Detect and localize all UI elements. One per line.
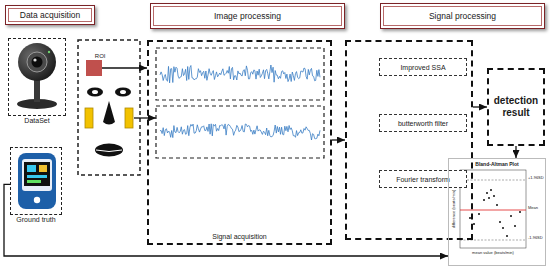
node-text: Improved SSA: [400, 64, 445, 71]
bland-altman-chart: [460, 170, 526, 248]
webcam-icon: [18, 43, 56, 81]
process-box: butterworth filter: [379, 114, 467, 132]
stage-header: Signal processing: [380, 3, 545, 29]
image-dashed-frame: [78, 40, 140, 175]
webcam-icon: [32, 57, 43, 68]
image-dashed-frame: [78, 40, 140, 175]
flow-arrow: [4, 184, 448, 256]
line-label: -1.96SD: [528, 236, 543, 240]
node-text: Signal acquisition: [212, 233, 266, 240]
pulse-oximeter-icon: [24, 162, 50, 186]
face-features: [96, 150, 122, 152]
bland-altman-chart: [473, 223, 475, 225]
flow-arrow: [515, 146, 516, 158]
line-label: Mean: [528, 206, 538, 210]
result-box: detection result: [487, 68, 545, 146]
bland-altman-chart: [496, 204, 498, 206]
process-box: Improved SSA: [379, 58, 467, 76]
plot-panel: Bland-Altman Plot: [448, 158, 546, 266]
bland-altman-chart: [519, 211, 521, 213]
signal-acquisition-box: Signal acquisition: [147, 40, 332, 245]
bland-altman-chart: [488, 197, 490, 199]
roi-square: ROI: [86, 60, 102, 76]
face-features: [103, 101, 115, 125]
face-features: [85, 88, 156, 157]
signal-waveform: [160, 124, 320, 140]
flow-arrow: [332, 139, 345, 140]
face-features: [87, 88, 103, 97]
bland-altman-chart: [490, 189, 492, 191]
webcam-icon: [17, 43, 57, 109]
webcam-icon: [33, 58, 36, 61]
pulse-oximeter-icon: [27, 165, 36, 172]
node-text: Bland-Altman Plot: [475, 161, 518, 167]
webcam-icon: [34, 78, 40, 102]
stage-header: Image processing: [150, 3, 345, 29]
bland-altman-chart: [469, 217, 471, 219]
pulse-oximeter-icon: [39, 165, 47, 172]
axis-label: mean value (beats/min): [472, 251, 514, 255]
node-text: butterworth filter: [398, 120, 448, 127]
pulse-oximeter-icon: [22, 159, 52, 191]
face-features: [120, 90, 126, 94]
bland-altman-chart: [460, 210, 526, 211]
signal-frames: [156, 48, 324, 158]
bland-altman-chart: [460, 170, 526, 248]
bland-altman-chart: [510, 215, 512, 217]
signal-frames: [156, 106, 324, 158]
ground-truth-frame: Ground truth: [10, 147, 62, 215]
face-features: [92, 90, 98, 94]
flow-arrow: [473, 106, 487, 107]
face-features: [134, 117, 156, 118]
signal-waveform: [160, 65, 320, 83]
bland-altman-chart: [502, 227, 504, 229]
axis-label: difference (beats/min): [452, 190, 456, 229]
bland-altman-chart: [469, 189, 521, 237]
node-text: Signal processing: [429, 11, 496, 21]
node-text: Fourier transform: [396, 176, 450, 183]
pulse-oximeter-icon: [27, 180, 41, 183]
bland-altman-chart: [460, 180, 526, 181]
bland-altman-chart: [486, 192, 488, 194]
pulse-oximeter-icon: [18, 153, 56, 209]
pulse-oximeter-icon: [18, 153, 56, 209]
bland-altman-chart: [478, 213, 480, 215]
face-features: [115, 88, 131, 97]
line-label: +1.96SD: [528, 176, 544, 180]
signal-waveform: [160, 65, 320, 140]
node-text: Data acquisition: [20, 10, 80, 20]
bland-altman-chart: [493, 195, 495, 197]
node-text: DataSet: [24, 117, 49, 124]
bland-altman-chart: [499, 221, 501, 223]
process-box: Fourier transform: [379, 170, 467, 188]
bland-altman-chart: [514, 225, 516, 227]
pulse-oximeter-icon: [34, 197, 40, 203]
node-text: Image processing: [214, 11, 281, 21]
signal-frames: [156, 48, 324, 100]
webcam-icon: [48, 51, 50, 53]
face-features: [95, 144, 123, 157]
node-text: ROI: [95, 53, 106, 59]
bland-altman-chart: [506, 235, 508, 237]
bland-altman-chart: [483, 199, 485, 201]
node-text: detection result: [492, 95, 540, 120]
node-text: Ground truth: [16, 216, 55, 223]
stage-header: Data acquisition: [5, 5, 95, 25]
webcam-icon: [27, 52, 47, 72]
flow-arrow: [102, 67, 147, 68]
face-features: [85, 108, 93, 128]
pulse-oximeter-icon: [27, 175, 47, 178]
dataset-frame: DataSet: [8, 38, 66, 116]
face-features: [125, 108, 133, 128]
